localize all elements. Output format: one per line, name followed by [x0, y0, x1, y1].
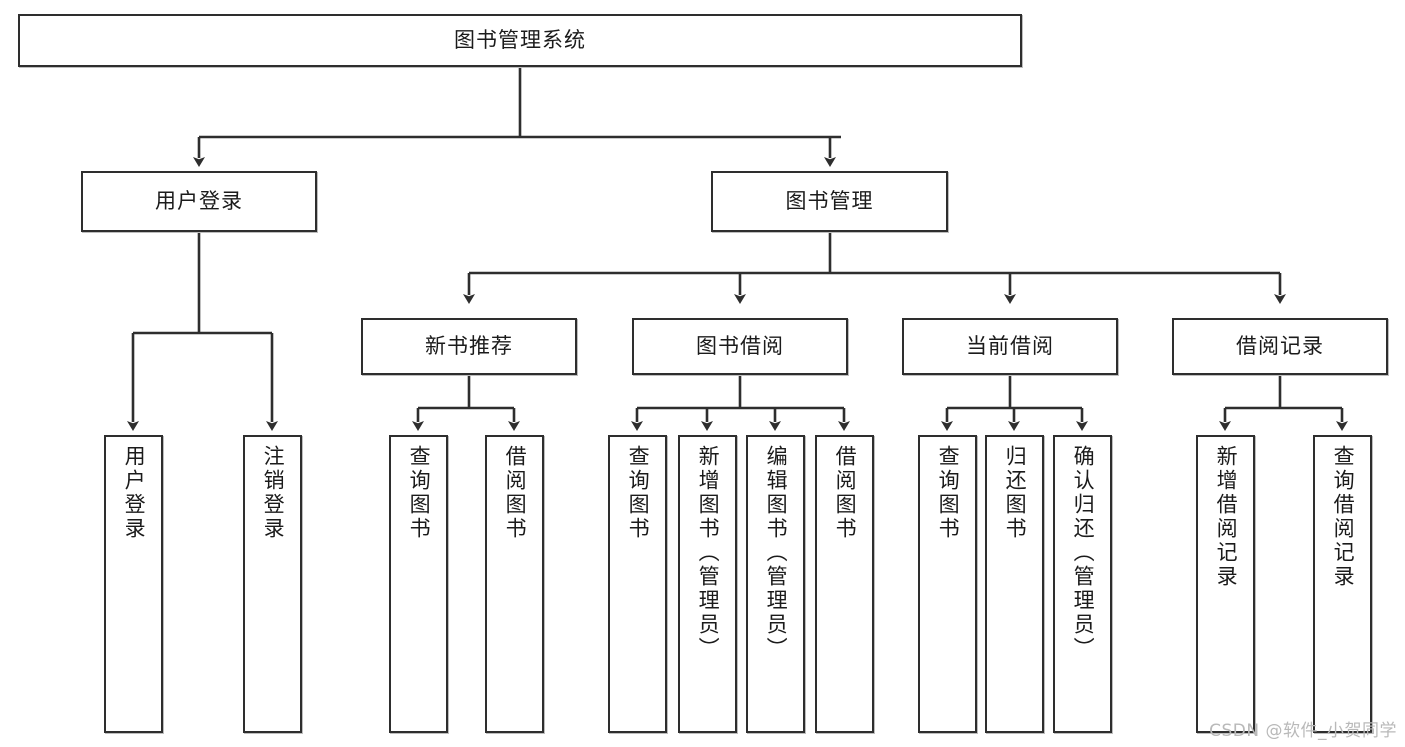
node-leaf-borrow-book-2-label: 借阅图书 — [833, 445, 858, 541]
node-leaf-add-record[interactable]: 新增借阅记录 — [1196, 435, 1255, 733]
node-leaf-logout-login[interactable]: 注销登录 — [243, 435, 302, 733]
node-leaf-return-book[interactable]: 归还图书 — [985, 435, 1044, 733]
node-leaf-query-book-3[interactable]: 查询图书 — [918, 435, 977, 733]
node-book-manage-label: 图书管理 — [785, 188, 874, 213]
node-leaf-logout-login-label: 注销登录 — [261, 445, 286, 541]
node-leaf-confirm-return[interactable]: 确认归还（管理员） — [1053, 435, 1112, 733]
node-leaf-add-record-label: 新增借阅记录 — [1214, 445, 1239, 589]
node-new-book-rec-label: 新书推荐 — [425, 333, 513, 358]
node-leaf-user-login[interactable]: 用户登录 — [104, 435, 163, 733]
node-current-borrow[interactable]: 当前借阅 — [902, 318, 1118, 375]
node-leaf-borrow-book-1-label: 借阅图书 — [503, 445, 528, 541]
node-leaf-query-record-label: 查询借阅记录 — [1331, 445, 1356, 589]
node-leaf-borrow-book-2[interactable]: 借阅图书 — [815, 435, 874, 733]
node-book-borrow-label: 图书借阅 — [696, 333, 784, 358]
node-book-manage[interactable]: 图书管理 — [711, 171, 948, 232]
node-leaf-return-book-label: 归还图书 — [1003, 445, 1028, 541]
node-leaf-query-book-1[interactable]: 查询图书 — [389, 435, 448, 733]
node-user-login-label: 用户登录 — [155, 188, 243, 213]
node-leaf-query-book-3-label: 查询图书 — [936, 445, 961, 541]
node-new-book-rec[interactable]: 新书推荐 — [361, 318, 577, 375]
node-book-borrow[interactable]: 图书借阅 — [632, 318, 848, 375]
node-leaf-query-book-1-label: 查询图书 — [407, 445, 432, 541]
node-borrow-record[interactable]: 借阅记录 — [1172, 318, 1388, 375]
node-borrow-record-label: 借阅记录 — [1236, 333, 1324, 358]
node-user-login[interactable]: 用户登录 — [81, 171, 317, 232]
node-leaf-borrow-book-1[interactable]: 借阅图书 — [485, 435, 544, 733]
node-leaf-edit-book-label: 编辑图书（管理员） — [764, 445, 789, 661]
node-leaf-add-book[interactable]: 新增图书（管理员） — [678, 435, 737, 733]
node-leaf-query-record[interactable]: 查询借阅记录 — [1313, 435, 1372, 733]
node-leaf-query-book-2[interactable]: 查询图书 — [608, 435, 667, 733]
node-leaf-query-book-2-label: 查询图书 — [626, 445, 651, 541]
node-root[interactable]: 图书管理系统 — [18, 14, 1022, 67]
node-root-label: 图书管理系统 — [454, 27, 586, 52]
node-leaf-user-login-label: 用户登录 — [122, 445, 147, 541]
node-leaf-add-book-label: 新增图书（管理员） — [696, 445, 721, 661]
node-leaf-edit-book[interactable]: 编辑图书（管理员） — [746, 435, 805, 733]
node-leaf-confirm-return-label: 确认归还（管理员） — [1071, 445, 1096, 661]
node-current-borrow-label: 当前借阅 — [966, 333, 1054, 358]
